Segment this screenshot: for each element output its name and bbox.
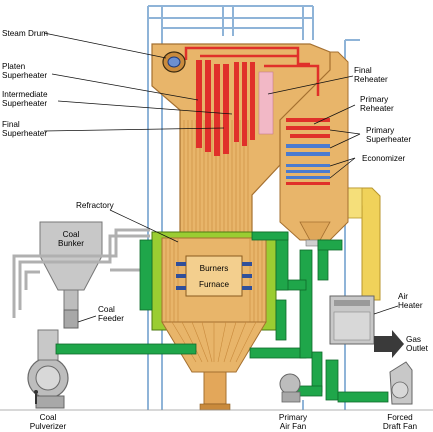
label-forced-draft-fan-1: Forced — [387, 413, 413, 422]
label-coal-pulverizer-1: Coal — [40, 413, 57, 422]
flue-duct — [347, 187, 381, 301]
label-coal-bunker-1: Coal — [63, 230, 80, 239]
economizer — [286, 164, 330, 179]
label-refractory: Refractory — [76, 201, 115, 210]
label-intermediate-superheater-1: Intermediate — [2, 90, 48, 99]
burner-nozzles — [176, 262, 252, 290]
labels: Steam Drum Platen Superheater Intermedia… — [2, 29, 429, 431]
gas-outlet-arrow — [374, 330, 404, 358]
label-final-reheater-2: Reheater — [354, 75, 388, 84]
label-forced-draft-fan-2: Draft Fan — [383, 422, 418, 431]
label-furnace: Furnace — [199, 280, 229, 289]
label-primary-air-fan-2: Air Fan — [280, 422, 307, 431]
primary-superheater — [286, 144, 330, 156]
primary-air-fan — [279, 373, 301, 403]
label-gas-outlet-1: Gas — [406, 335, 421, 344]
label-coal-feeder-1: Coal — [98, 305, 115, 314]
label-primary-reheater-1: Primary — [360, 95, 389, 104]
label-primary-superheater-1: Primary — [366, 126, 395, 135]
label-coal-pulverizer-2: Pulverizer — [30, 422, 67, 431]
label-gas-outlet-2: Outlet — [406, 344, 429, 353]
platen-superheater — [196, 60, 229, 156]
label-final-superheater-1: Final — [2, 120, 20, 129]
primary-reheater — [286, 118, 330, 138]
forced-draft-fan — [389, 361, 413, 405]
label-air-heater-2: Heater — [398, 301, 423, 310]
leader-lines — [43, 32, 399, 323]
economizer-red — [286, 182, 330, 185]
label-final-reheater-1: Final — [354, 66, 372, 75]
label-burners: Burners — [200, 264, 229, 273]
label-primary-superheater-2: Superheater — [366, 135, 411, 144]
label-primary-reheater-2: Reheater — [360, 104, 394, 113]
person-figure — [34, 390, 38, 404]
steam-headers — [184, 46, 320, 96]
coal-pipes — [12, 228, 150, 318]
final-reheater — [258, 71, 274, 135]
label-economizer: Economizer — [362, 154, 406, 163]
coal-pulverizer — [27, 329, 69, 409]
label-platen-superheater-1: Platen — [2, 62, 26, 71]
label-intermediate-superheater-2: Superheater — [2, 99, 47, 108]
label-primary-air-fan-1: Primary — [279, 413, 308, 422]
label-platen-superheater-2: Superheater — [2, 71, 47, 80]
steam-drum — [162, 51, 186, 73]
intermediate-superheater — [234, 62, 255, 146]
air-heater — [329, 295, 375, 345]
label-air-heater-1: Air — [398, 292, 408, 301]
label-final-superheater-2: Superheater — [2, 129, 47, 138]
label-steam-drum: Steam Drum — [2, 29, 48, 38]
air-ducts — [55, 231, 389, 403]
furnace-body — [151, 43, 331, 411]
label-coal-bunker-2: Bunker — [58, 239, 84, 248]
label-coal-feeder-2: Feeder — [98, 314, 124, 323]
